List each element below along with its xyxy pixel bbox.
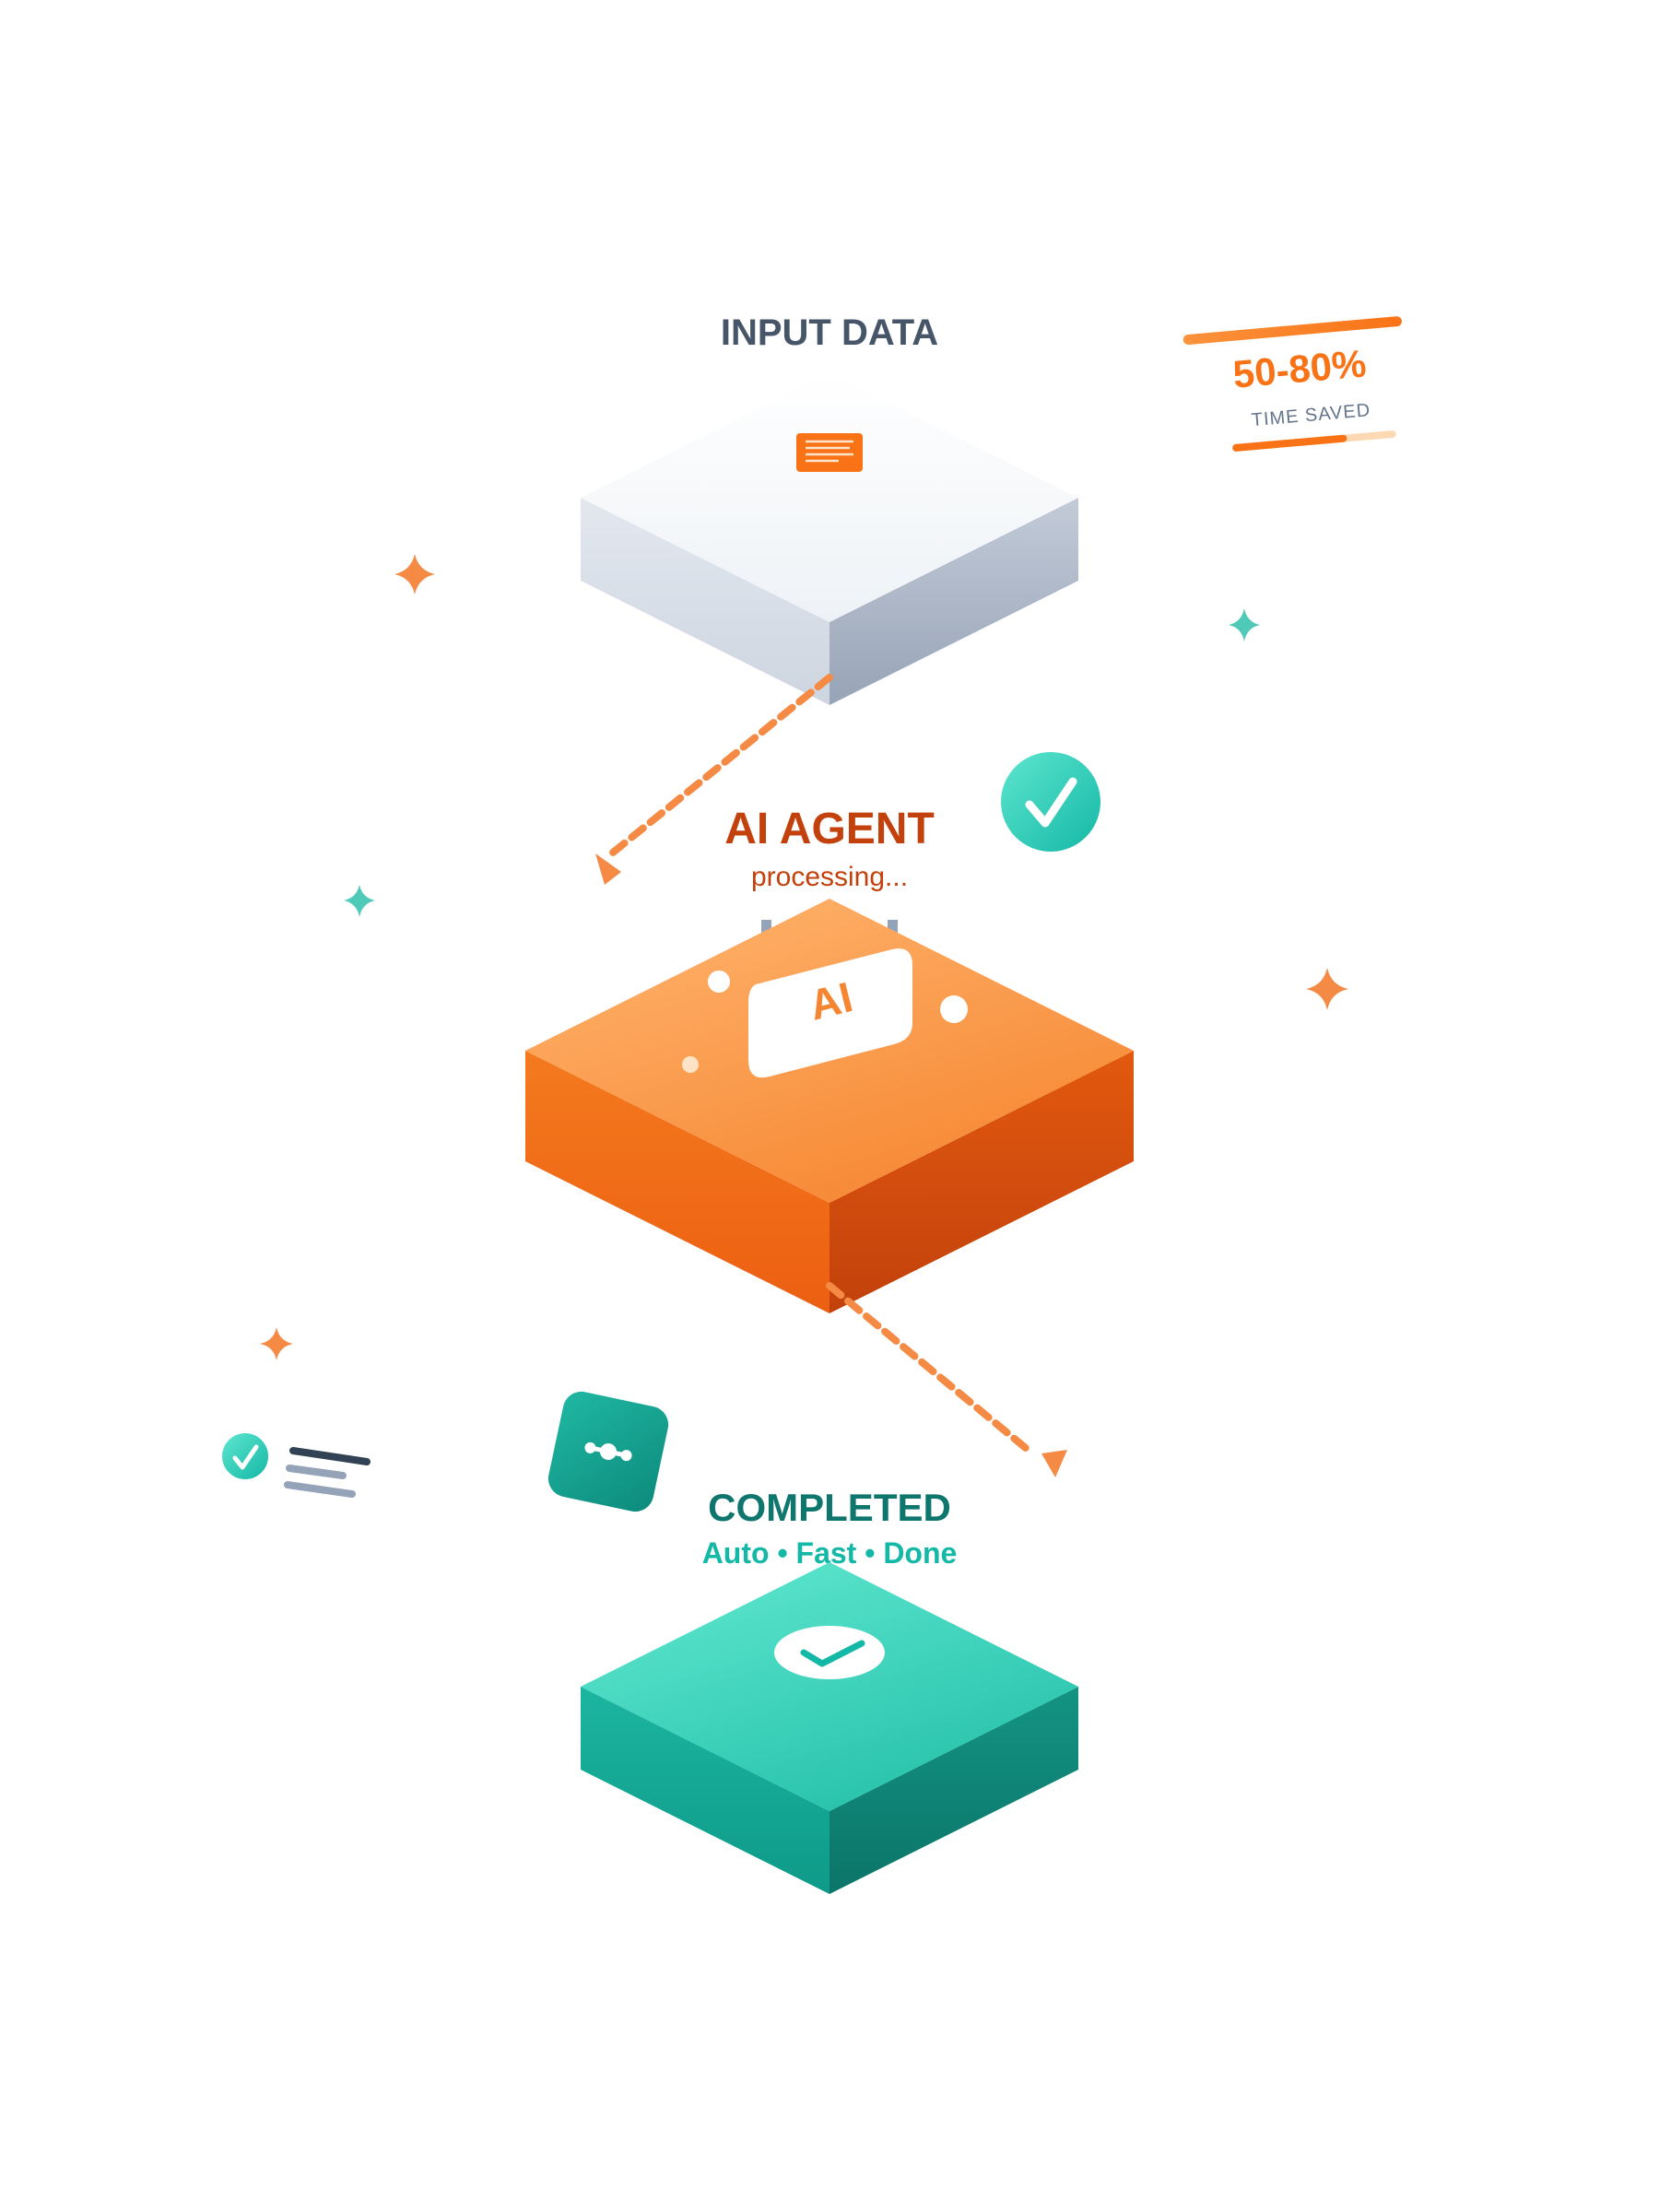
stat-progress-fill [1232, 434, 1347, 452]
input-block-right-face [830, 498, 1078, 705]
workflow-nodes-icon [547, 1391, 669, 1512]
sparkle-dot [682, 1056, 699, 1073]
completed-title: COMPLETED [708, 1486, 951, 1529]
stat-label: TIME SAVED [1251, 400, 1371, 430]
sparkle-star-icon [394, 554, 435, 594]
sparkle-dot [940, 995, 968, 1023]
processing-dot [761, 920, 771, 936]
processing-dot [888, 920, 898, 936]
sparkle-star-icon [1229, 608, 1260, 641]
sparkle-dot [708, 971, 730, 993]
input-data-title: INPUT DATA [721, 312, 938, 353]
ai-agent-title: AI AGENT [724, 805, 935, 853]
stat-accent-bar [1182, 316, 1402, 345]
sparkle-star-icon [344, 885, 375, 917]
completed-stage: COMPLETED Auto • Fast • Done [581, 1486, 1078, 1894]
input-data-stage: INPUT DATA [581, 312, 1078, 705]
ai-chip: AI [748, 948, 912, 1078]
checkmark-badge-icon [1001, 752, 1100, 852]
completed-block-top-face [581, 1562, 1078, 1811]
sparkle-star-icon [260, 1327, 293, 1360]
checkmark-icon [774, 1626, 885, 1679]
checklist-icon [222, 1433, 371, 1498]
flow-arrow-agent-to-completed [826, 1282, 1067, 1477]
input-block-left-face [581, 498, 830, 705]
completed-block [581, 1562, 1078, 1894]
agent-block-right-face [830, 1051, 1134, 1313]
ai-agent-stage: AI AGENT processing... AI [525, 805, 1134, 1313]
time-saved-stat: 50-80% TIME SAVED [1182, 316, 1402, 452]
input-data-block [581, 373, 1078, 705]
flow-arrow-input-to-agent [595, 674, 833, 885]
completed-block-left-face [581, 1687, 830, 1894]
document-icon [796, 433, 863, 472]
stat-value: 50-80% [1231, 341, 1368, 395]
ai-agent-status: processing... [751, 862, 908, 892]
sparkle-star-icon [1306, 968, 1348, 1010]
agent-block-left-face [525, 1051, 830, 1313]
completed-block-right-face [830, 1687, 1078, 1894]
decorative-sparkles [260, 554, 1348, 1360]
ai-agent-block [525, 899, 1134, 1313]
input-block-top-face [581, 373, 1078, 622]
